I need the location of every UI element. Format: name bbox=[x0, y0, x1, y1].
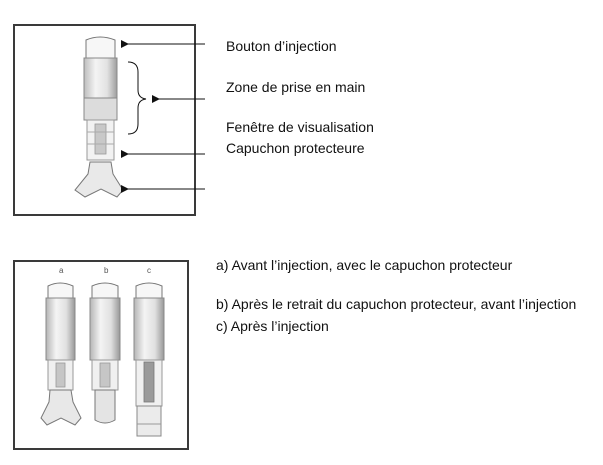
pen-letter-b: b bbox=[104, 266, 109, 275]
grip-zone-brace bbox=[127, 61, 147, 135]
label-grip-zone: Zone de prise en main bbox=[226, 79, 366, 95]
pen-letter-c: c bbox=[147, 266, 151, 275]
label-protective-cap: Capuchon protecteure bbox=[226, 140, 365, 156]
pen-diagram-frame bbox=[13, 24, 196, 216]
caption-before-injection: a) Avant l’injection, avec le capuchon p… bbox=[216, 257, 513, 273]
injection-button-shape bbox=[85, 36, 116, 61]
caption-cap-removed: b) Après le retrait du capuchon protecte… bbox=[216, 296, 577, 312]
pen-letter-a: a bbox=[59, 266, 64, 275]
pen-states-frame: a b c bbox=[13, 260, 189, 450]
pen-inner-cartridge bbox=[94, 123, 107, 155]
protective-cap-shape bbox=[74, 161, 124, 198]
pen-b bbox=[89, 282, 121, 424]
caption-after-injection: c) Après l’injection bbox=[216, 318, 329, 334]
pen-a bbox=[40, 282, 82, 426]
pen-c bbox=[133, 282, 165, 437]
label-injection-button: Bouton d’injection bbox=[226, 38, 337, 54]
pen-states-illustration: a b c bbox=[40, 266, 165, 437]
pen-illustration bbox=[74, 36, 124, 198]
label-viewing-window: Fenêtre de visualisation bbox=[226, 119, 374, 135]
